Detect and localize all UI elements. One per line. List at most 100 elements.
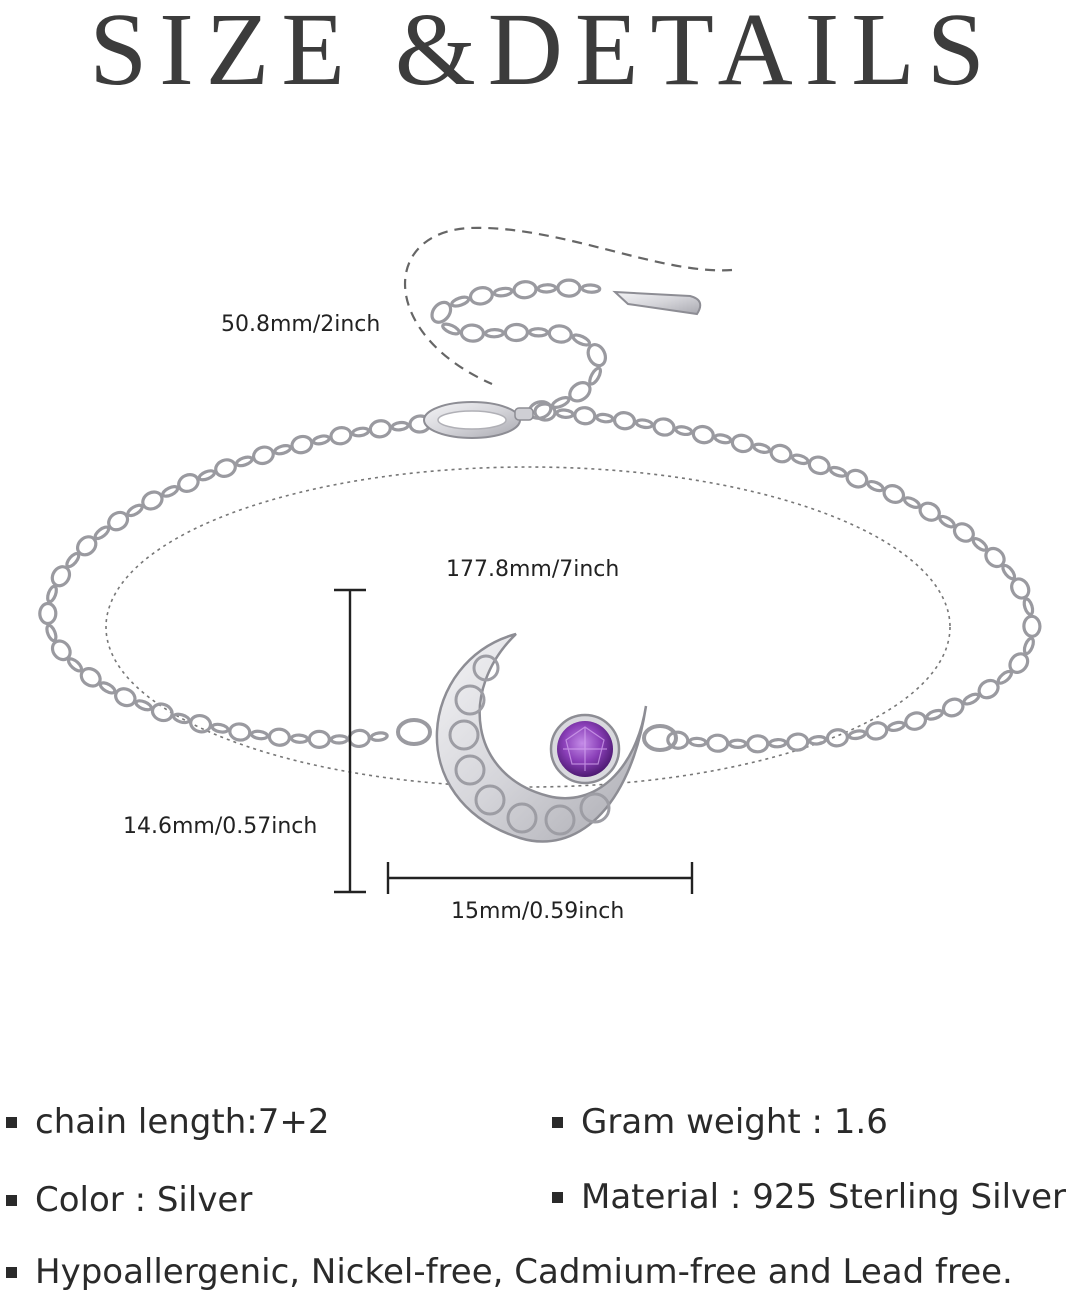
chain-link xyxy=(368,419,392,439)
chain-link xyxy=(1010,577,1031,600)
chain-link xyxy=(251,445,275,466)
chain-link xyxy=(228,722,252,742)
chain-link xyxy=(904,711,928,731)
chain-link xyxy=(825,728,849,748)
chain-link xyxy=(75,535,98,557)
chain-link xyxy=(172,712,191,725)
chain-link xyxy=(634,418,654,430)
spec-hypoallergenic: Hypoallergenic, Nickel-free, Cadmium-fre… xyxy=(6,1252,1013,1292)
chain-link xyxy=(996,669,1013,685)
chain-link xyxy=(768,737,788,749)
chain-link xyxy=(141,490,164,511)
chain-link xyxy=(290,434,314,455)
chain-link xyxy=(925,708,944,721)
chain-link xyxy=(706,733,730,753)
square-bullet-icon xyxy=(552,1116,563,1128)
chain-link xyxy=(50,639,72,662)
chain-link xyxy=(177,473,200,493)
chain-link xyxy=(568,381,592,403)
chain-link xyxy=(790,453,810,466)
chain-link xyxy=(865,721,889,741)
spec-hypoallergenic-text: Hypoallergenic, Nickel-free, Cadmium-fre… xyxy=(35,1252,1013,1292)
chain-link xyxy=(612,411,637,431)
extender-chain xyxy=(430,278,608,420)
chain-link xyxy=(249,729,270,741)
chain-link xyxy=(886,720,906,733)
chain-link xyxy=(307,729,331,750)
chain-link xyxy=(1022,636,1035,656)
chain-link xyxy=(807,455,831,476)
chain-link xyxy=(311,434,331,446)
chain-link xyxy=(512,280,538,300)
chain-link xyxy=(573,406,597,426)
chain-link xyxy=(468,286,494,306)
extender-length-label: 50.8mm/2inch xyxy=(221,312,381,337)
chain-link xyxy=(555,408,575,419)
height-dimension-line xyxy=(334,588,366,894)
chain-link xyxy=(586,342,608,368)
spec-material-text: Material : 925 Sterling Silver xyxy=(581,1177,1067,1217)
chain-link xyxy=(752,442,772,454)
spec-color: Color : Silver xyxy=(6,1180,252,1220)
chain-link xyxy=(580,283,602,294)
chain-link xyxy=(882,484,906,504)
chain-link xyxy=(550,396,571,409)
chain-link xyxy=(938,514,956,529)
chain-link xyxy=(952,522,975,543)
chain-link xyxy=(902,496,921,509)
chain-link xyxy=(38,601,58,626)
chain-link xyxy=(728,738,748,750)
chain-link xyxy=(588,366,603,386)
chain-link xyxy=(134,699,153,712)
moon-pendant-icon xyxy=(396,632,678,843)
chain-link xyxy=(267,727,291,747)
chain-link xyxy=(369,731,389,742)
chain-link xyxy=(556,278,582,298)
spec-gram-weight: Gram weight : 1.6 xyxy=(552,1102,888,1142)
chain-link xyxy=(769,443,793,464)
chain-link xyxy=(289,733,309,744)
chain-link xyxy=(114,687,137,708)
chain-link xyxy=(79,666,102,688)
chain-link xyxy=(691,424,715,445)
chain-link xyxy=(674,425,694,437)
chain-link xyxy=(533,402,557,422)
chain-link xyxy=(189,713,213,734)
chain-link xyxy=(450,295,471,308)
chain-link xyxy=(688,736,708,748)
chain-link xyxy=(351,426,371,438)
chain-link xyxy=(828,465,848,478)
spec-material: Material : 925 Sterling Silver xyxy=(552,1177,1066,1217)
width-dimension-line xyxy=(386,862,694,894)
chain-link xyxy=(50,565,72,588)
chain-link xyxy=(971,537,989,552)
chain-link xyxy=(329,426,353,446)
chain-link xyxy=(273,444,292,456)
chain-link xyxy=(652,417,676,437)
pendant-width-label: 15mm/0.59inch xyxy=(451,899,625,924)
chain-link xyxy=(666,730,690,750)
chain-link xyxy=(107,510,130,532)
chain-link xyxy=(746,734,770,754)
chain-link xyxy=(941,697,965,718)
chain-link xyxy=(235,455,254,468)
chain-link xyxy=(329,734,349,745)
spec-chain-length: chain length:7+2 xyxy=(6,1102,329,1142)
chain-link xyxy=(98,681,117,695)
chain-link xyxy=(503,322,529,343)
chain-link xyxy=(536,283,558,294)
chain-link xyxy=(845,468,869,489)
extender-length-guide xyxy=(404,226,733,386)
chain-link xyxy=(441,322,461,336)
chain-link xyxy=(484,327,505,339)
chain-link xyxy=(430,300,453,324)
chain-link xyxy=(93,525,111,541)
chain-link xyxy=(390,420,410,432)
chain-length-label: 177.8mm/7inch xyxy=(446,557,620,582)
chain-link xyxy=(847,729,867,741)
chain-length-guide xyxy=(105,466,951,788)
chain-link xyxy=(161,485,180,498)
chain-link xyxy=(962,692,981,706)
chain-link xyxy=(459,323,485,343)
spec-color-text: Color : Silver xyxy=(35,1180,253,1220)
